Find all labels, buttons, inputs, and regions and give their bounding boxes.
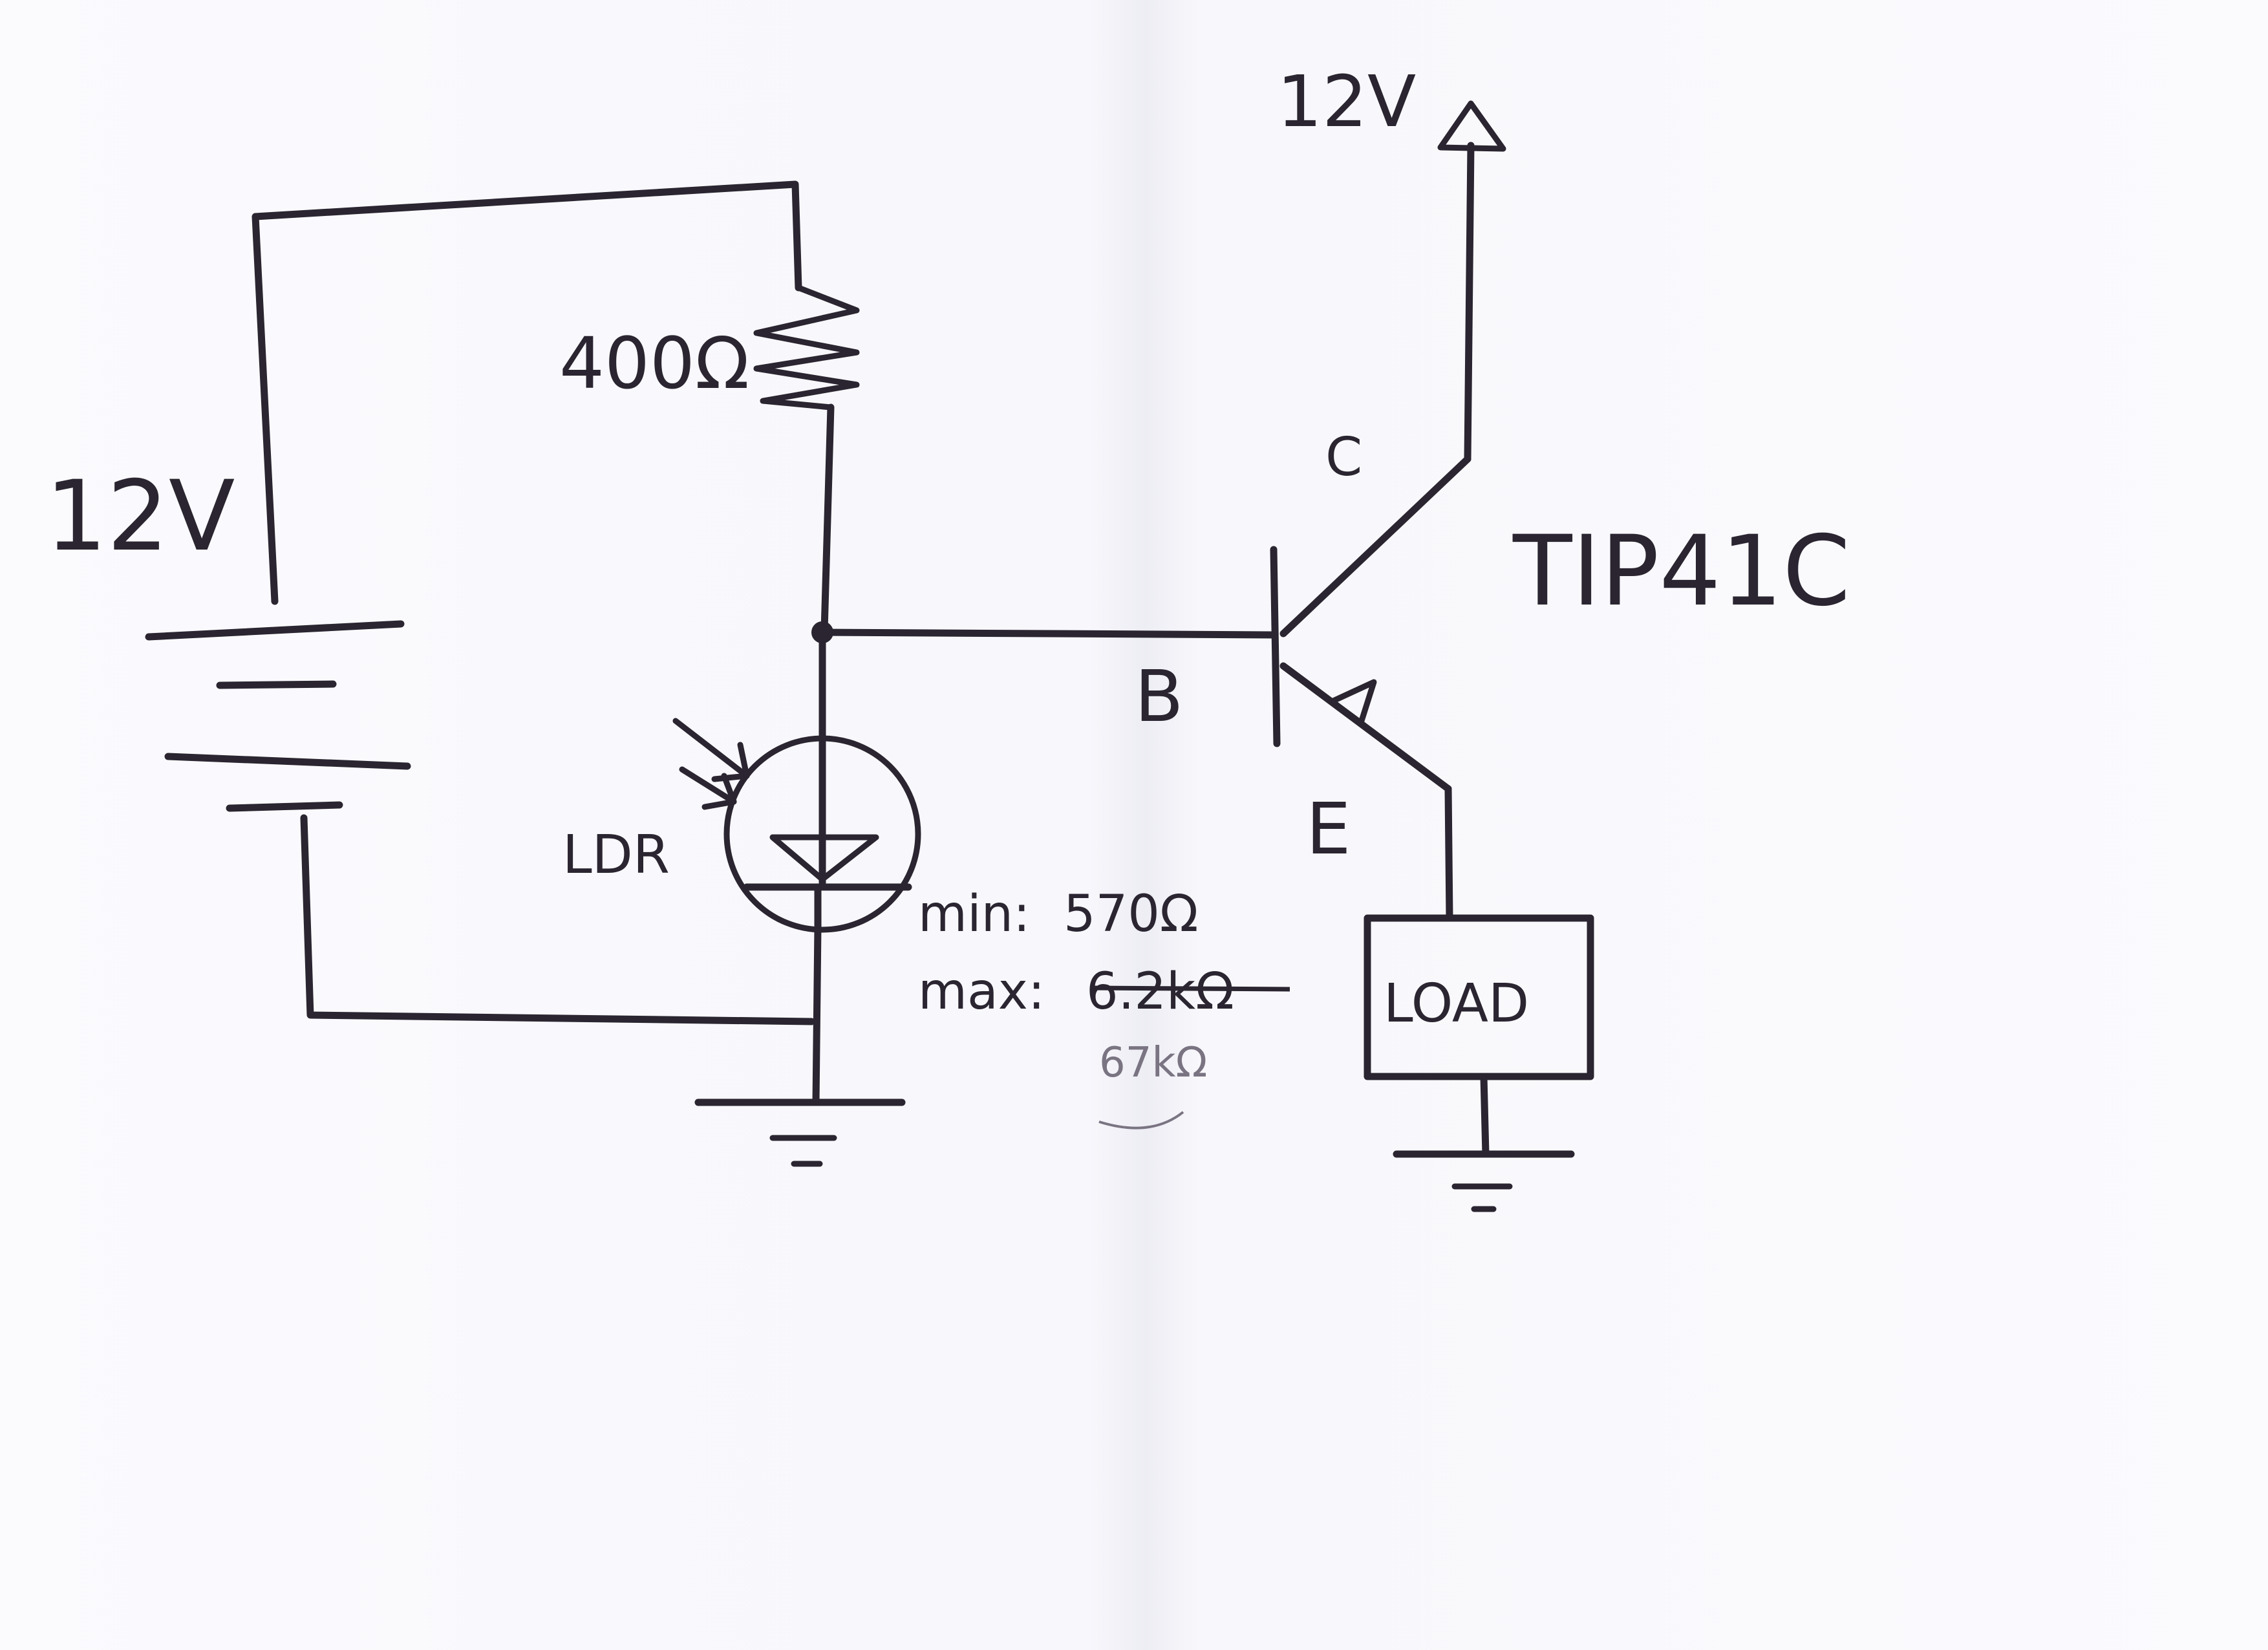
wire-top-loop [251, 180, 802, 605]
ground-icon [694, 1098, 906, 1167]
base-label: B [1135, 655, 1183, 738]
supply-arrow-icon [1437, 100, 1506, 152]
collector-label: C [1325, 427, 1362, 488]
emitter-label: E [1306, 788, 1351, 870]
transistor-part-label: TIP41C [1512, 515, 1850, 628]
ldr-label: LDR [562, 824, 670, 886]
wire-ldr-to-ground [812, 924, 822, 1106]
light-arrow-icon [672, 718, 750, 810]
ldr-max-value-corrected: 67kΩ [1099, 1039, 1207, 1087]
ldr-max-value: 6.2kΩ [1086, 963, 1234, 1021]
wire-emitter-to-load [1444, 785, 1453, 922]
load-box [1364, 914, 1594, 1080]
supply-left-label: 12V [45, 460, 235, 573]
wire-resistor-to-node [820, 403, 835, 634]
npn-transistor-icon [1270, 455, 1471, 793]
ldr-icon [723, 733, 921, 933]
wire-load-to-ground [1480, 1073, 1490, 1158]
load-label: LOAD [1384, 973, 1529, 1034]
ldr-min-value: 570Ω [1064, 885, 1198, 943]
junction-dot [811, 621, 833, 643]
wires [251, 142, 1490, 1158]
battery-icon [145, 620, 411, 812]
wire-collector-to-supply [1464, 142, 1475, 463]
resistor-icon [753, 284, 860, 411]
wire-battery-bottom [300, 814, 815, 1025]
ldr-min-label: min: [918, 885, 1030, 943]
strike-through [1092, 985, 1290, 992]
wire-node-to-base [817, 628, 1278, 639]
ldr-max-label: max: [918, 963, 1045, 1021]
resistor-label: 400Ω [559, 322, 749, 405]
ground-icon-load [1393, 1150, 1575, 1212]
supply-top-label: 12V [1277, 60, 1416, 143]
pencil-mark [1098, 1111, 1184, 1130]
